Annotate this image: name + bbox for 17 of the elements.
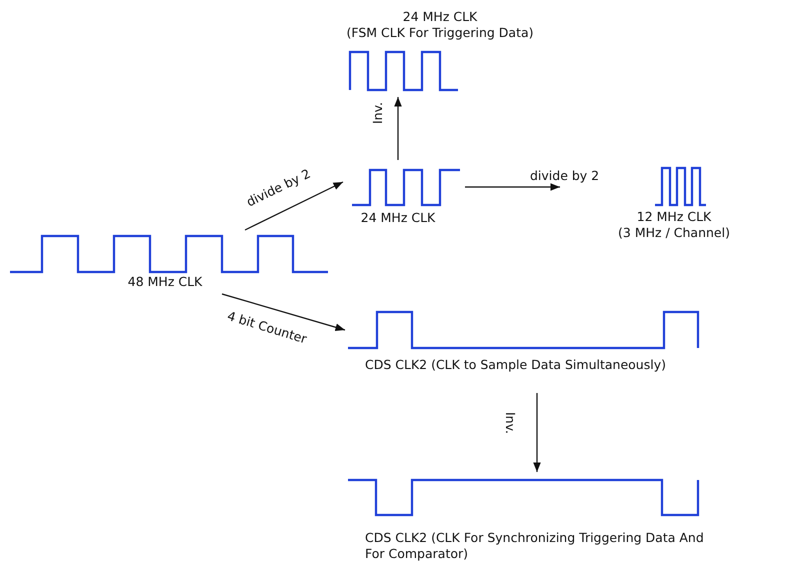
- edge-label: Inv.: [503, 412, 518, 434]
- edge-label: divide by 2: [530, 168, 600, 183]
- arrow: [533, 393, 541, 472]
- clock-label: CDS CLK2 (CLK to Sample Data Simultaneously): [365, 357, 667, 373]
- edge-label: divide by 2: [244, 166, 313, 210]
- arrow: [465, 183, 560, 191]
- clock-label: 12 MHz CLK: [636, 209, 712, 225]
- clock-label: 24 MHz CLK: [402, 9, 478, 25]
- clock-label: 24 MHz CLK: [360, 210, 436, 226]
- arrow: [244, 181, 344, 231]
- clock-label: (FSM CLK For Triggering Data): [345, 25, 535, 41]
- arrow: [222, 293, 346, 331]
- clock-label: CDS CLK2 (CLK For Synchronizing Triggering Data And For Comparator): [365, 530, 705, 562]
- edge-label: Inv.: [370, 102, 385, 124]
- clock-label: 48 MHz CLK: [126, 274, 204, 290]
- clock-label: (3 MHz / Channel): [617, 225, 731, 241]
- arrow: [394, 97, 402, 160]
